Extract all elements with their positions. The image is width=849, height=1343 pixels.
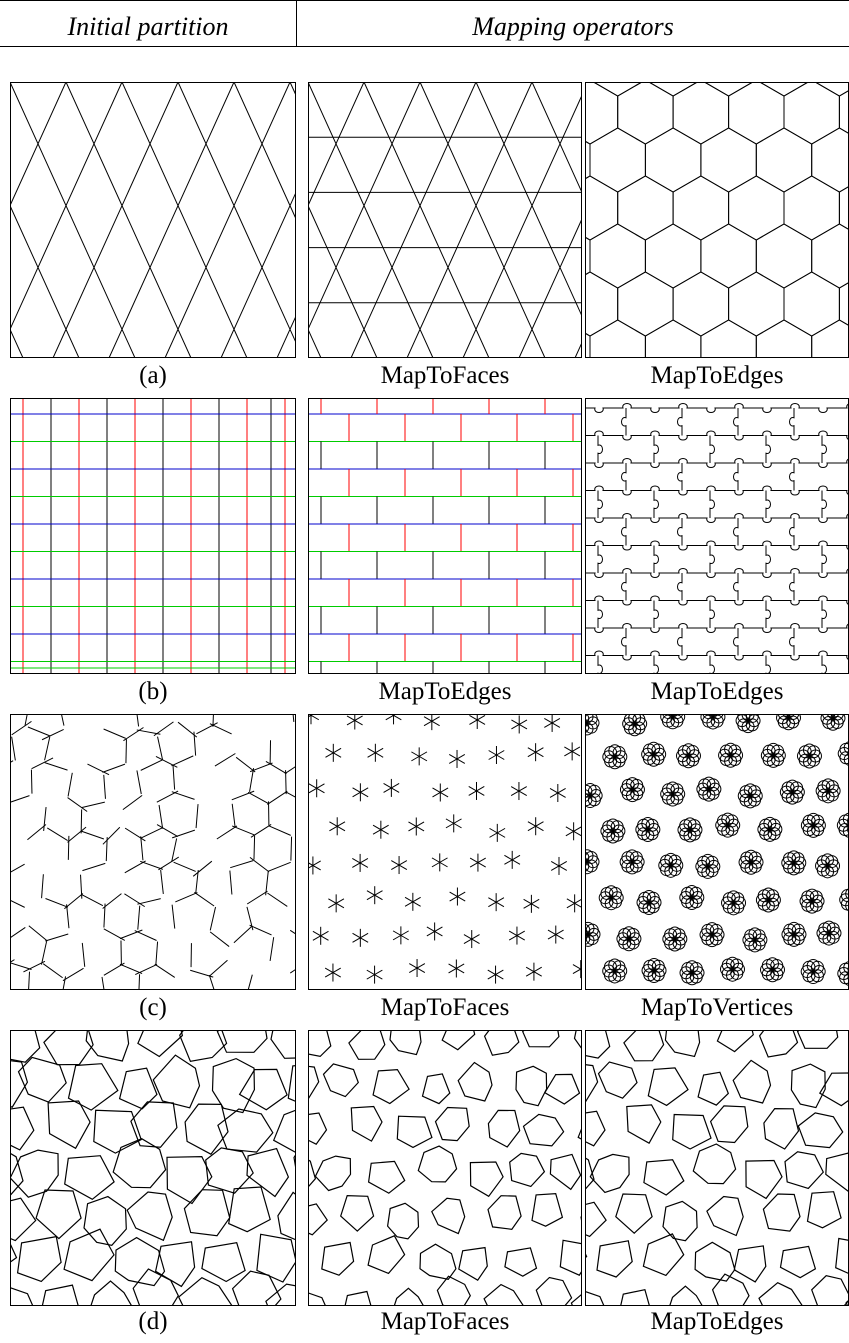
panel-a-op1	[308, 82, 582, 358]
caption-b-op1: MapToEdges	[308, 678, 582, 706]
caption-a-op1: MapToFaces	[308, 362, 582, 390]
caption-b: (b)	[10, 678, 296, 706]
header-initial-partition: Initial partition	[0, 12, 296, 42]
panel-c-initial	[10, 714, 296, 990]
caption-c: (c)	[10, 994, 296, 1022]
panel-d-op2	[585, 1030, 849, 1306]
caption-d-op2: MapToEdges	[585, 1308, 849, 1336]
panel-d-op1	[308, 1030, 582, 1306]
panel-a-op2	[585, 82, 849, 358]
caption-c-op2: MapToVertices	[585, 994, 849, 1022]
panel-d-initial	[10, 1030, 296, 1306]
panel-c-op2	[585, 714, 849, 990]
panel-b-op2	[585, 398, 849, 674]
panel-b-initial	[10, 398, 296, 674]
panel-c-op1	[308, 714, 582, 990]
header-mapping-operators: Mapping operators	[297, 12, 849, 42]
caption-b-op2: MapToEdges	[585, 678, 849, 706]
caption-c-op1: MapToFaces	[308, 994, 582, 1022]
caption-d-op1: MapToFaces	[308, 1308, 582, 1336]
caption-a: (a)	[10, 362, 296, 390]
panel-b-op1	[308, 398, 582, 674]
caption-d: (d)	[10, 1308, 296, 1336]
caption-a-op2: MapToEdges	[585, 362, 849, 390]
panel-a-initial	[10, 82, 296, 358]
